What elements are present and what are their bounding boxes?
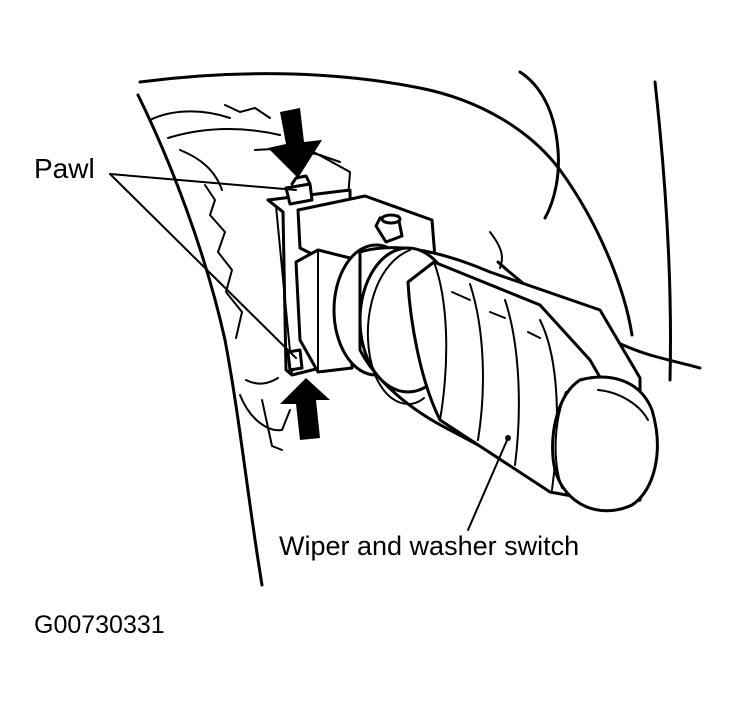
pawl-label: Pawl: [34, 153, 95, 184]
down-arrow-icon: [268, 108, 322, 178]
wiper-lever: [332, 243, 659, 513]
wiper-washer-switch-label: Wiper and washer switch: [279, 531, 580, 561]
pawl-leader-lines: [109, 173, 297, 359]
up-arrow-icon: [280, 378, 330, 440]
switch-leader-line: [467, 437, 509, 531]
figure-code: G00730331: [34, 611, 165, 639]
switch-leader-dot: [505, 435, 511, 441]
